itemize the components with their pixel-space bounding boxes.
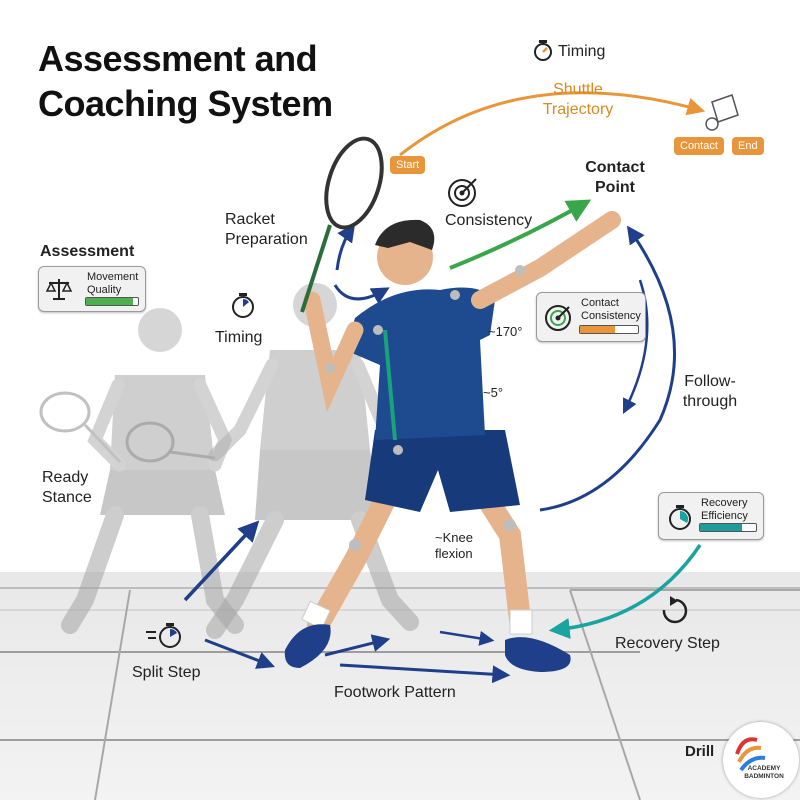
stopwatch-icon bbox=[669, 505, 691, 530]
title-line-1: Assessment and bbox=[38, 38, 318, 79]
footwork-arrow-3 bbox=[339, 663, 511, 684]
target-icon bbox=[448, 178, 477, 207]
racket-preparation-label: Racket Preparation bbox=[225, 211, 308, 248]
page-title: Assessment and Coaching System bbox=[38, 36, 333, 126]
recovery-efficiency-bar bbox=[699, 523, 757, 532]
consistency-arrow bbox=[449, 199, 592, 270]
contact-consistency-bar bbox=[579, 325, 639, 334]
recovery-arc bbox=[548, 544, 702, 639]
assessment-heading: Assessment bbox=[40, 243, 135, 260]
drill-label: Drill bbox=[685, 743, 715, 760]
consistency-label: Consistency bbox=[445, 212, 533, 229]
movement-quality-card: Movement Quality bbox=[38, 266, 146, 312]
timing-mid-label: Timing bbox=[215, 329, 263, 346]
movement-quality-fill bbox=[86, 298, 133, 305]
balance-scale-icon bbox=[45, 279, 73, 300]
stopwatch-icon bbox=[232, 293, 254, 318]
recovery-arrow-icon bbox=[662, 596, 688, 624]
shuttlecock-icon bbox=[705, 94, 739, 131]
split-step-arrow bbox=[183, 520, 260, 602]
contact-badge: Contact bbox=[674, 137, 724, 155]
contact-point-label: Contact Point bbox=[585, 159, 645, 196]
movement-quality-label: Movement Quality bbox=[87, 271, 139, 296]
target-icon bbox=[545, 305, 571, 331]
recovery-efficiency-label: Recovery Efficiency bbox=[701, 497, 748, 522]
ready-stance-label: Ready Stance bbox=[42, 469, 92, 506]
stopwatch-icon bbox=[534, 40, 552, 61]
racket-prep-arrow-right bbox=[333, 284, 390, 305]
contact-consistency-card: Contact Consistency bbox=[536, 292, 646, 342]
follow-through-label: Follow- through bbox=[682, 373, 738, 410]
footwork-arrow-2 bbox=[324, 634, 391, 657]
footwork-arrow-1 bbox=[204, 638, 276, 669]
title-line-2: Coaching System bbox=[38, 83, 333, 124]
angle-5-label: ~5° bbox=[483, 385, 504, 400]
recovery-efficiency-fill bbox=[700, 524, 742, 531]
end-badge: End bbox=[732, 137, 764, 155]
main-player bbox=[284, 136, 621, 672]
split-step-label: Split Step bbox=[132, 664, 201, 681]
shuttle-trajectory-arc bbox=[399, 91, 706, 157]
knee-flexion-label: ~Knee flexion bbox=[435, 530, 473, 561]
logo-text: ACADEMY BADMINTON bbox=[744, 765, 784, 780]
recovery-step-label: Recovery Step bbox=[615, 635, 720, 652]
recovery-efficiency-card: Recovery Efficiency bbox=[658, 492, 764, 540]
follow-through-arc bbox=[539, 225, 676, 512]
racket-prep-arrow-up bbox=[335, 223, 356, 271]
start-badge: Start bbox=[390, 156, 426, 174]
footwork-arrow-4 bbox=[439, 630, 495, 646]
shuttle-trajectory-label: Shuttle Trajectory bbox=[542, 81, 614, 118]
angle-170-label: ~170° bbox=[488, 324, 523, 339]
timing-top-label: Timing bbox=[558, 43, 606, 60]
stopwatch-icon bbox=[146, 623, 181, 648]
footwork-pattern-label: Footwork Pattern bbox=[334, 684, 456, 701]
academy-logo bbox=[723, 722, 799, 798]
logo-emblem bbox=[735, 737, 766, 772]
movement-quality-bar bbox=[85, 297, 139, 306]
contact-consistency-label: Contact Consistency bbox=[581, 297, 641, 322]
contact-consistency-fill bbox=[580, 326, 615, 333]
